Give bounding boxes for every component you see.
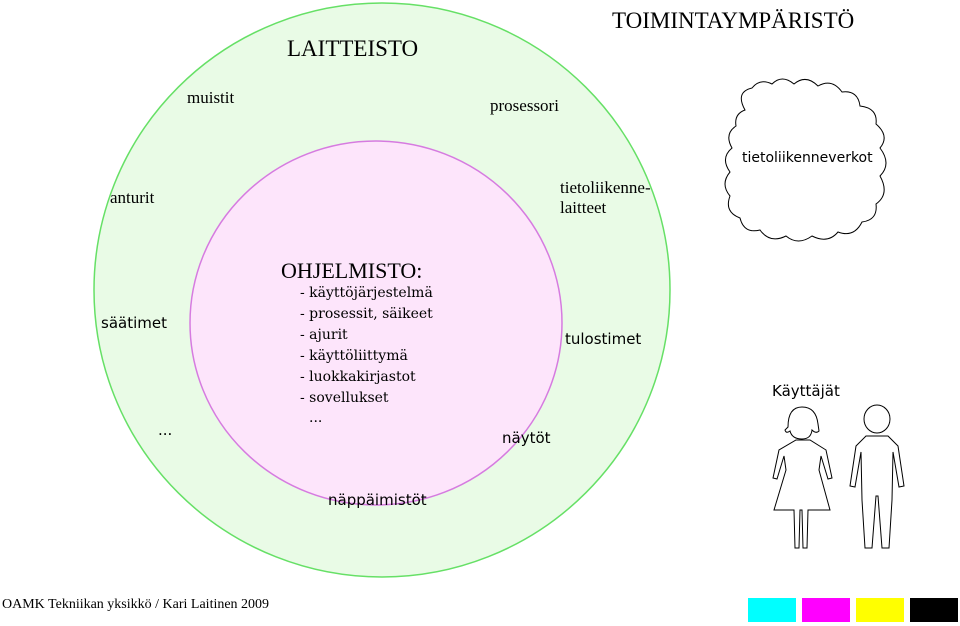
man-icon (849, 404, 905, 549)
hw-tietoliikenne-1: tietoliikenne- (560, 178, 651, 197)
software-ellipsis: ... (309, 410, 323, 426)
users-label: Käyttäjät (772, 382, 840, 400)
network-cloud (724, 78, 887, 242)
hw-tulostimet: tulostimet (565, 330, 642, 348)
software-item-2: - prosessit, säikeet (300, 306, 433, 322)
software-heading: OHJELMISTO: (281, 258, 423, 283)
footer-credit: OAMK Tekniikan yksikkö / Kari Laitinen 2… (2, 597, 270, 612)
software-item-3: - ajurit (300, 327, 348, 343)
swatch-black (910, 598, 958, 622)
woman-icon (772, 406, 833, 549)
software-item-5: - luokkakirjastot (300, 369, 416, 385)
hw-tietoliikenne-2: laitteet (560, 198, 607, 217)
hw-naytot: näytöt (502, 429, 551, 447)
hw-prosessori: prosessori (490, 96, 559, 115)
software-item-1: - käyttöjärjestelmä (300, 285, 433, 301)
hw-anturit: anturit (110, 188, 155, 207)
hw-muistit: muistit (187, 88, 235, 107)
hw-ellipsis: ... (158, 421, 173, 439)
page-title: TOIMINTAYMPÄRISTÖ (612, 8, 855, 33)
software-item-6: - sovellukset (300, 390, 389, 406)
swatch-yellow (856, 598, 904, 622)
swatch-cyan (748, 598, 796, 622)
network-label: tietoliikenneverkot (742, 150, 873, 166)
hw-nappaimistot: näppäimistöt (328, 491, 427, 509)
software-item-4: - käyttöliittymä (300, 348, 408, 364)
hardware-heading: LAITTEISTO (287, 36, 419, 61)
hw-saatimet: säätimet (101, 314, 167, 332)
software-circle (189, 140, 563, 506)
swatch-magenta (802, 598, 850, 622)
